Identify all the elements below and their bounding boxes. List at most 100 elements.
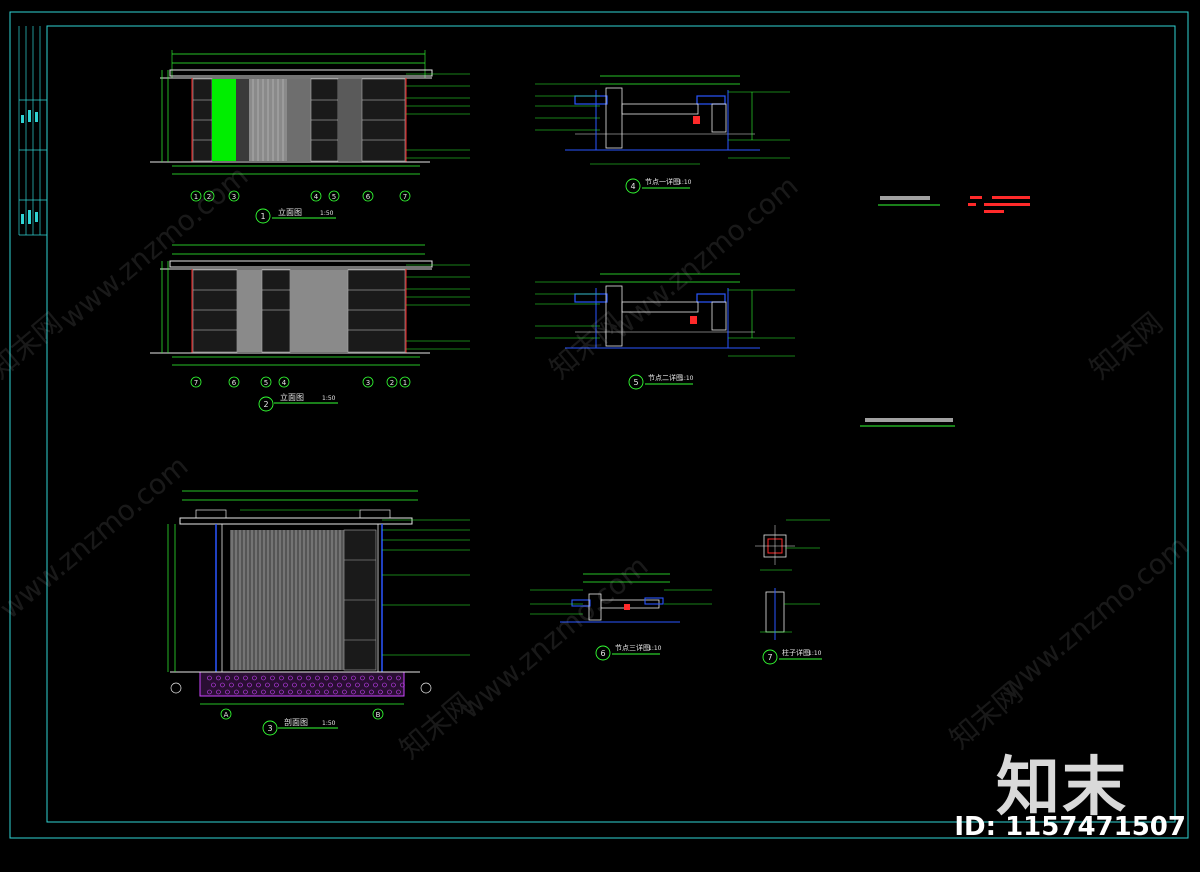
axis-label: 6 (232, 379, 237, 387)
gravel-mark (378, 675, 383, 681)
gravel-mark (288, 689, 293, 695)
axis-label: 3 (366, 379, 370, 387)
elev1-title-block: 1 立面图 1:50 (255, 207, 336, 224)
gravel-mark (274, 682, 279, 688)
gravel-mark (355, 682, 360, 688)
drawing-number: 3 (267, 724, 272, 733)
axis-label: 7 (194, 379, 198, 387)
gravel-mark (382, 682, 387, 688)
gravel-mark (360, 689, 365, 695)
elevation-2 (150, 244, 470, 366)
axis-label: B (376, 711, 381, 719)
watermark-logo: 知末 (996, 751, 1128, 825)
axis-label: 7 (403, 193, 407, 201)
gravel-mark (297, 675, 302, 681)
axis-label: 6 (366, 193, 371, 201)
gravel-mark (283, 682, 288, 688)
outer-frame (9, 11, 1189, 839)
drawing-title: 节点二详图 (648, 373, 683, 382)
gravel-mark (342, 689, 347, 695)
gravel-mark (319, 682, 324, 688)
watermark-text: www.znzmo.com (0, 449, 194, 625)
detail-4 (535, 75, 790, 165)
gravel-mark (310, 682, 315, 688)
drawing-scale: 1:50 (322, 395, 336, 402)
axis-label: 4 (314, 193, 319, 201)
note-block-1 (878, 196, 1030, 213)
drawing-number: 1 (260, 212, 265, 221)
elevation-1 (150, 50, 470, 175)
gravel-mark (306, 675, 311, 681)
watermark-text: www.znzmo.com (603, 169, 804, 345)
gravel-mark (292, 682, 297, 688)
gravel-mark (261, 675, 266, 681)
gravel-mark (211, 682, 216, 688)
gravel-mark (333, 689, 338, 695)
gravel-mark (369, 675, 374, 681)
gravel-mark (333, 675, 338, 681)
gravel-mark (328, 682, 333, 688)
gravel-mark (288, 675, 293, 681)
gravel-mark (364, 682, 369, 688)
axis-label: 2 (390, 379, 394, 387)
drawing-scale: 1:10 (678, 179, 692, 186)
elev2-axis-bubbles: 7 6 5 4 3 2 1 (190, 376, 411, 388)
axis-label: 3 (232, 193, 236, 201)
gravel-mark (391, 682, 396, 688)
note-block-2 (860, 418, 955, 427)
gravel-mark (342, 675, 347, 681)
axis-label: A (224, 711, 229, 719)
gravel-mark (324, 675, 329, 681)
gravel-mark (252, 689, 257, 695)
detail-5 (535, 273, 795, 357)
gravel-mark (378, 689, 383, 695)
gravel-mark (270, 675, 275, 681)
axis-label: 2 (207, 193, 211, 201)
gravel-mark (396, 689, 401, 695)
gravel-mark (351, 675, 356, 681)
elev1-axis-bubbles: 1 2 3 4 5 6 7 (190, 190, 411, 202)
gravel-mark (315, 675, 320, 681)
detail-7 (755, 519, 830, 640)
section3-axis-bubbles: A B (220, 708, 384, 720)
drawing-number: 6 (600, 649, 605, 658)
section3-title-block: 3 剖面图 1:50 (262, 717, 338, 736)
axis-label: 1 (403, 379, 407, 387)
axis-label: 5 (264, 379, 268, 387)
drawing-number: 4 (630, 182, 635, 191)
gravel-mark (387, 675, 392, 681)
gravel-mark (315, 689, 320, 695)
drawing-number: 5 (633, 378, 638, 387)
gravel-mark (373, 682, 378, 688)
left-strip-text (21, 110, 38, 224)
axis-label: 1 (194, 193, 198, 201)
drawing-scale: 1:50 (322, 720, 336, 727)
gravel-mark (243, 675, 248, 681)
gravel-mark (346, 682, 351, 688)
gravel-mark (279, 689, 284, 695)
drawing-scale: 1:10 (648, 645, 662, 652)
section-3 (167, 490, 470, 705)
drawing-number: 7 (767, 653, 772, 662)
drawing-title: 节点三详图 (615, 643, 650, 652)
gravel-mark (220, 682, 225, 688)
watermark-id: ID: 1157471507 (954, 812, 1186, 842)
detail6-title-block: 6 节点三详图 1:10 (595, 643, 662, 661)
detail-6 (530, 573, 712, 623)
detail5-title-block: 5 节点二详图 1:10 (628, 373, 694, 390)
elev2-title-block: 2 立面图 1:50 (258, 392, 338, 412)
drawing-title: 立面图 (278, 207, 302, 217)
gravel-mark (279, 675, 284, 681)
gravel-mark (261, 689, 266, 695)
gravel-mark (256, 682, 261, 688)
gravel-mark (225, 689, 230, 695)
gravel-mark (216, 675, 221, 681)
drawing-title: 柱子详图 (782, 648, 810, 657)
drawing-number: 2 (263, 400, 268, 409)
detail7-title-block: 7 柱子详图 1:10 (762, 648, 822, 665)
watermark-text: www.znzmo.com (453, 549, 654, 725)
gravel-mark (238, 682, 243, 688)
gravel-mark (387, 689, 392, 695)
drawing-title: 立面图 (280, 392, 304, 402)
